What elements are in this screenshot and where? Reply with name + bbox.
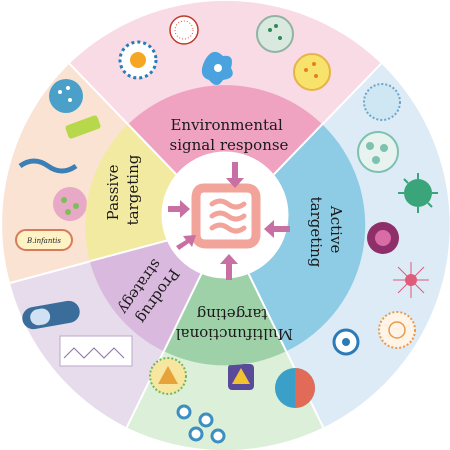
arrow-from-left: [168, 200, 190, 218]
cluster-particle-icon: [357, 131, 399, 173]
arrow-from-bottom: [220, 254, 238, 280]
cell-icon: [201, 51, 233, 85]
intestine-icon: [191, 183, 261, 249]
star-particle-icon: [393, 262, 429, 298]
label-passive-line2: targeting: [124, 154, 142, 225]
label-passive-line1: Passive: [104, 164, 122, 220]
ring-particle-icon: [378, 311, 416, 349]
label-environmental-line2: signal response: [170, 136, 289, 154]
arrow-from-top: [226, 162, 244, 188]
segment-multifunctional: [163, 225, 287, 366]
crystal-icon: [65, 115, 101, 139]
label-environmental: Environmental signal response: [170, 116, 289, 154]
spiky-particle-icon: [398, 173, 438, 213]
label-passive: Passive targeting: [104, 154, 142, 225]
liposome-icon: [293, 53, 331, 91]
mesh-sphere-icon: [363, 83, 401, 121]
segment-active: [225, 124, 366, 352]
label-multifunctional-line1: Multifunctional: [176, 325, 293, 343]
outer-illustrations: B.infantis: [15, 15, 438, 444]
ring-cluster-icon: [176, 404, 226, 444]
nanoparticle-icon: [169, 15, 199, 45]
hemisphere-particle-icon: [275, 368, 315, 408]
pink-particle-icon: [53, 187, 87, 221]
cube-particle-icon: [228, 364, 254, 390]
chemical-structure-icon: [59, 335, 133, 367]
fiber-icon: [18, 158, 78, 174]
arrows: [168, 162, 290, 280]
micelle-icon: [118, 40, 158, 80]
triangle-particle-icon: [149, 357, 187, 395]
liposome-target-icon: [332, 328, 360, 356]
label-active-line2: targeting: [307, 197, 325, 268]
bacteria-icon: B.infantis: [15, 229, 73, 251]
vesicle-icon: [256, 15, 294, 53]
label-environmental-line1: Environmental: [170, 116, 282, 134]
label-multifunctional: Multifunctional targeting: [171, 305, 293, 343]
targeted-particle-icon: [367, 222, 399, 254]
label-multifunctional-line2: targeting: [196, 305, 267, 323]
label-active-line1: Active: [327, 205, 345, 254]
capsule-icon: [22, 300, 80, 330]
dotted-sphere-icon: [49, 79, 83, 113]
bacteria-label: B.infantis: [26, 237, 61, 245]
arrow-from-lower-left: [176, 235, 196, 250]
label-active: Active targeting: [307, 197, 345, 268]
arrow-from-right: [264, 220, 290, 238]
